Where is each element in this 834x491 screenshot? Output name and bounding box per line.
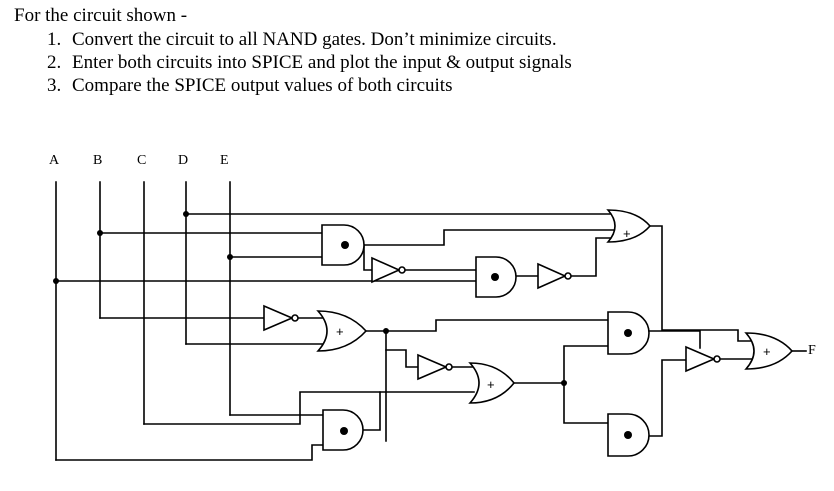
or-gate-1-symbol: + xyxy=(623,226,631,241)
not-gate-4 xyxy=(417,353,453,381)
not-gate-3 xyxy=(537,262,572,290)
and-gate-5 xyxy=(322,409,364,451)
problem-intro: For the circuit shown - xyxy=(14,5,188,26)
input-label-b: B xyxy=(93,153,102,168)
problem-step-2: Enter both circuits into SPICE and plot … xyxy=(66,51,572,74)
or-gate-1: + xyxy=(606,209,652,243)
input-label-c: C xyxy=(137,153,146,168)
input-label-e: E xyxy=(220,153,229,168)
input-label-d: D xyxy=(178,153,188,168)
not-gate-1 xyxy=(263,304,299,332)
problem-statement: For the circuit shown - Convert the circ… xyxy=(14,4,572,97)
output-label-f: F xyxy=(808,343,816,358)
or-gate-final-symbol: + xyxy=(763,344,771,359)
wires xyxy=(55,213,807,461)
or-gate-3: + xyxy=(468,362,516,404)
problem-step-3: Compare the SPICE output values of both … xyxy=(66,74,572,97)
and-gate-1 xyxy=(321,224,365,266)
input-bus xyxy=(55,181,231,461)
or-gate-2-symbol: + xyxy=(336,324,344,339)
or-gate-3-symbol: + xyxy=(487,377,495,392)
and-gate-4 xyxy=(607,413,650,457)
and-gate-2 xyxy=(475,256,517,298)
or-gate-2: + xyxy=(316,310,368,352)
and-gate-3 xyxy=(607,311,650,355)
not-gate-5 xyxy=(685,345,721,373)
not-gate-2 xyxy=(371,256,406,284)
or-gate-final: + xyxy=(744,332,794,370)
input-label-a: A xyxy=(49,153,60,168)
problem-steps: Convert the circuit to all NAND gates. D… xyxy=(14,28,572,97)
problem-step-1: Convert the circuit to all NAND gates. D… xyxy=(66,28,572,51)
junction-dots xyxy=(53,211,567,386)
